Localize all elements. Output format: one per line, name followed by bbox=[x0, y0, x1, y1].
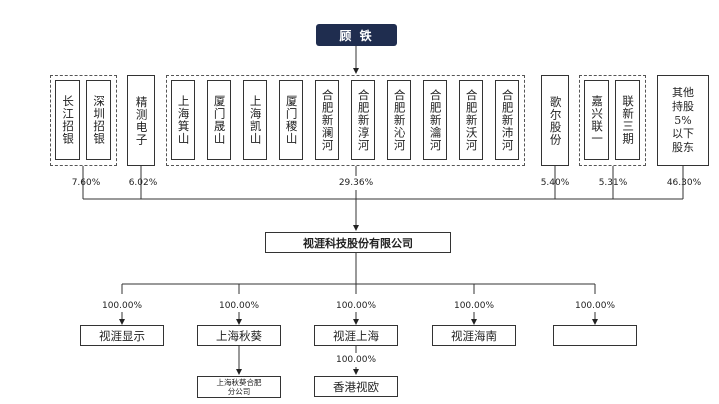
shareholder-hefei-xinqin: 合肥新沁河 bbox=[387, 80, 411, 160]
shareholder-hefei-xinyu: 合肥新瀹河 bbox=[423, 80, 447, 160]
shareholder-label: 上海箕山 bbox=[176, 95, 191, 145]
subsidiary-label: 视涯显示 bbox=[99, 328, 145, 343]
shareholder-label: 精测电子 bbox=[134, 95, 149, 146]
shareholder-label: 合肥新淳河 bbox=[356, 88, 371, 152]
shareholder-label: 深圳招银 bbox=[92, 95, 107, 145]
subsidiary-label: 视涯上海 bbox=[333, 328, 379, 343]
shareholder-lianxin-sanqi: 联新三期 bbox=[615, 80, 640, 160]
company-label: 视涯科技股份有限公司 bbox=[303, 236, 413, 250]
pct-sub-5: 100.00% bbox=[574, 301, 616, 311]
shareholder-label: 嘉兴联一 bbox=[590, 95, 605, 145]
pct-goer: 5.40% bbox=[540, 178, 570, 188]
shareholder-label: 长江招银 bbox=[61, 95, 76, 145]
controller-label: 顾 铁 bbox=[339, 28, 374, 43]
pct-sub-3: 100.00% bbox=[335, 301, 377, 311]
subsidiary-blank bbox=[553, 325, 637, 346]
pct-sub-1: 100.00% bbox=[101, 301, 143, 311]
shareholder-others: 其他持股5%以下股东 bbox=[657, 75, 709, 166]
shareholder-label: 歌尔股份 bbox=[548, 95, 563, 146]
subsidiary-label: 香港视欧 bbox=[333, 379, 379, 394]
company-box: 视涯科技股份有限公司 bbox=[265, 232, 451, 253]
shareholder-label: 上海凯山 bbox=[248, 95, 263, 145]
lianxin-group bbox=[579, 75, 646, 166]
shareholder-jiaxing-lianyi: 嘉兴联一 bbox=[584, 80, 609, 160]
shareholder-jingce: 精测电子 bbox=[127, 75, 155, 166]
pct-group: 29.36% bbox=[338, 178, 374, 188]
pct-others: 46.30% bbox=[666, 178, 702, 188]
shareholder-label: 合肥新澜河 bbox=[320, 88, 335, 152]
pct-zhaoyin: 7.60% bbox=[71, 178, 101, 188]
shareholder-label: 联新三期 bbox=[621, 95, 636, 145]
shareholder-hefei-xinchun: 合肥新淳河 bbox=[351, 80, 375, 160]
branch-hefei: 上海秋葵合肥 分公司 bbox=[197, 376, 281, 398]
controller-box: 顾 铁 bbox=[316, 24, 397, 46]
subsidiary-shiya-display: 视涯显示 bbox=[80, 325, 164, 346]
shareholder-xiamen-shengshan: 厦门晟山 bbox=[207, 80, 231, 160]
shareholder-changjiang: 长江招银 bbox=[55, 80, 80, 160]
subsidiary-label: 视涯海南 bbox=[451, 328, 497, 343]
shareholder-shenzhen: 深圳招银 bbox=[86, 80, 111, 160]
subsidiary-shiya-shanghai: 视涯上海 bbox=[314, 325, 398, 346]
shareholder-label: 合肥新沁河 bbox=[392, 88, 407, 152]
shareholder-label: 其他持股5%以下股东 bbox=[672, 86, 694, 155]
shareholder-shanghai-jishan: 上海箕山 bbox=[171, 80, 195, 160]
shareholder-label: 厦门稷山 bbox=[284, 95, 299, 145]
branch-label-line2: 分公司 bbox=[227, 387, 251, 396]
shareholder-label: 合肥新沛河 bbox=[500, 88, 515, 152]
subsidiary-shiya-hainan: 视涯海南 bbox=[432, 325, 516, 346]
shareholder-label: 合肥新沃河 bbox=[464, 88, 479, 152]
investor-group bbox=[166, 75, 525, 166]
pct-sub-2: 100.00% bbox=[218, 301, 260, 311]
shareholder-hefei-xinlan: 合肥新澜河 bbox=[315, 80, 339, 160]
pct-lianxin: 5.31% bbox=[598, 178, 628, 188]
shareholder-label: 合肥新瀹河 bbox=[428, 88, 443, 152]
shareholder-hefei-xinwo: 合肥新沃河 bbox=[459, 80, 483, 160]
subsidiary-shanghai-qiukui: 上海秋葵 bbox=[197, 325, 281, 346]
shareholder-hefei-xinpei: 合肥新沛河 bbox=[495, 80, 519, 160]
zhaoyin-group bbox=[50, 75, 117, 166]
shareholder-label: 厦门晟山 bbox=[212, 95, 227, 145]
branch-label-line1: 上海秋葵合肥 bbox=[216, 377, 262, 387]
shareholder-shanghai-kaishan: 上海凯山 bbox=[243, 80, 267, 160]
pct-hk: 100.00% bbox=[335, 355, 377, 365]
shareholder-goer: 歌尔股份 bbox=[541, 75, 569, 166]
subsidiary-label: 上海秋葵 bbox=[216, 328, 262, 343]
pct-sub-4: 100.00% bbox=[453, 301, 495, 311]
shareholder-xiamen-jishan: 厦门稷山 bbox=[279, 80, 303, 160]
pct-jingce: 6.02% bbox=[128, 178, 158, 188]
subsidiary-hk-shiou: 香港视欧 bbox=[314, 376, 398, 397]
